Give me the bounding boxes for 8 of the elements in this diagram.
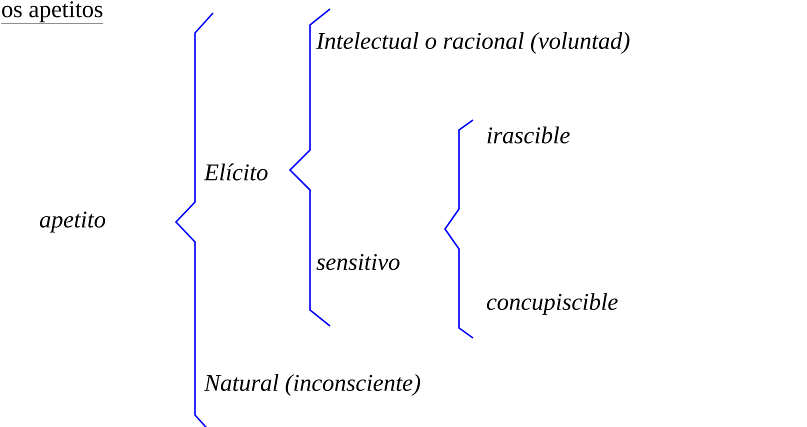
node-label: irascible bbox=[488, 126, 570, 144]
node-label: sensitivo bbox=[316, 254, 400, 270]
node-label: Intelectual o racional (voluntad) bbox=[316, 32, 630, 54]
node-label: Elícito bbox=[204, 164, 268, 180]
node-label: apetito bbox=[40, 212, 106, 232]
title: os apetitos bbox=[1, 1, 104, 24]
node-label: concupiscible bbox=[486, 293, 618, 315]
node-label: Natural (inconsciente) bbox=[204, 374, 420, 396]
